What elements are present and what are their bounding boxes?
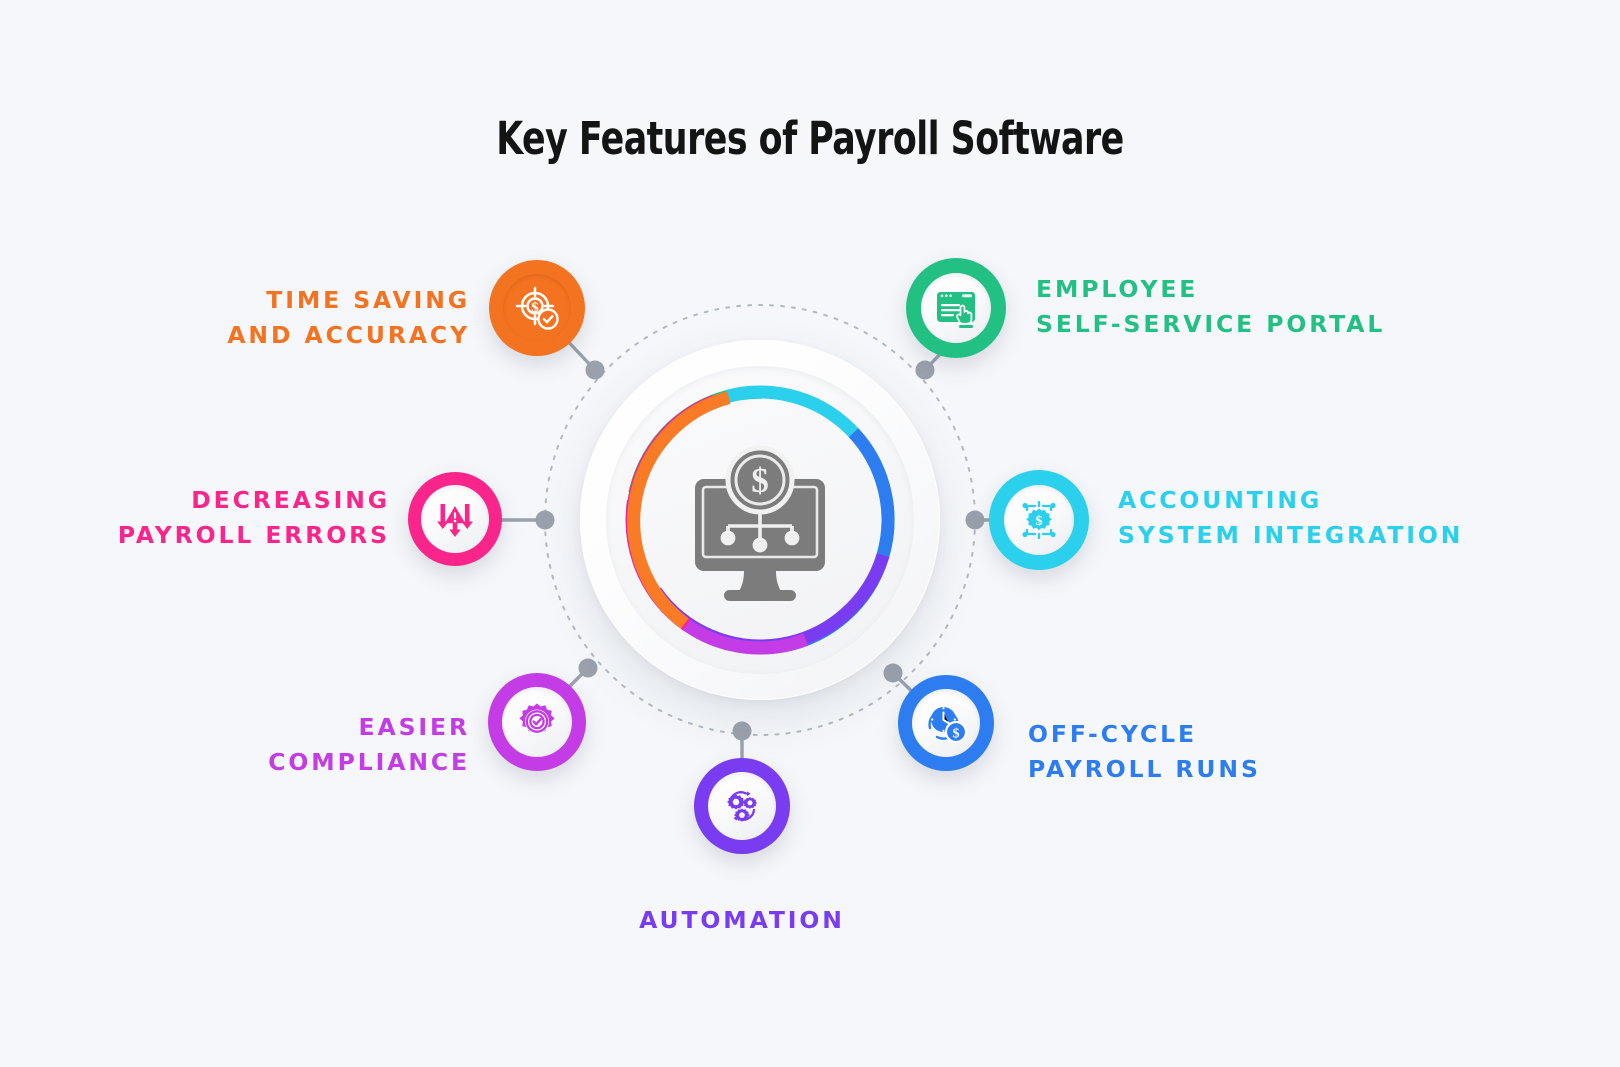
svg-text:$: $	[953, 727, 960, 742]
center-hub: $	[580, 340, 940, 700]
badge-core-automation	[708, 772, 776, 840]
badge-core-easier-compliance	[502, 687, 572, 757]
badge-time-saving-and-accuracy[interactable]: $	[489, 260, 585, 356]
badge-core-accounting: $	[1004, 485, 1074, 555]
feature-label-decreasing-payroll-errors: DECREASING PAYROLL ERRORS	[117, 486, 390, 549]
orbit-dot-employee-portal	[915, 360, 935, 380]
badge-automation[interactable]	[694, 758, 790, 854]
feature-label-time-saving-and-accuracy: TIME SAVING AND ACCURACY	[227, 286, 470, 349]
feature-label-accounting-system-integration: ACCOUNTING SYSTEM INTEGRATION	[1118, 486, 1464, 549]
orbit-dot-payroll-errors	[535, 510, 555, 530]
badge-core-payroll-errors	[421, 485, 489, 553]
gears-cycle-icon	[727, 791, 758, 822]
page-title: Key Features of Payroll Software	[496, 112, 1124, 165]
badge-core-employee-portal	[921, 273, 991, 343]
connector-dots	[535, 360, 985, 741]
segmented-progress-ring	[625, 385, 895, 655]
orbit-dot-compliance	[578, 658, 598, 678]
feature-label-automation: AUTOMATION	[639, 906, 845, 934]
orbit-dot-off-cycle	[883, 663, 903, 683]
gear-check-icon	[519, 703, 555, 734]
badge-core-off-cycle: $	[912, 689, 980, 757]
svg-text:$: $	[1036, 514, 1043, 529]
clock-dollar-icon: $	[928, 707, 968, 744]
orbit-dot-accounting	[965, 510, 985, 530]
feature-label-employee-self-service-portal: EMPLOYEE SELF-SERVICE PORTAL	[1036, 275, 1386, 338]
svg-text:$: $	[751, 461, 769, 500]
feature-label-off-cycle-payroll-runs: OFF-CYCLE PAYROLL RUNS	[1028, 720, 1261, 783]
orbit-dot-time-saving	[585, 360, 605, 380]
badge-easier-compliance[interactable]	[488, 673, 586, 771]
ring-segment-orange	[627, 391, 731, 629]
feature-label-easier-compliance: EASIER COMPLIANCE	[268, 713, 470, 776]
gear-dollar-network-icon: $	[1022, 500, 1056, 540]
badge-core-time-saving: $	[503, 274, 571, 342]
target-dollar-check-icon: $	[515, 286, 559, 330]
browser-window-hand-icon	[937, 292, 975, 328]
badge-accounting-system-integration[interactable]: $	[989, 470, 1089, 570]
badge-off-cycle-payroll-runs[interactable]: $	[898, 675, 994, 771]
badge-decreasing-payroll-errors[interactable]	[408, 472, 502, 566]
orbit-dot-automation	[732, 721, 752, 741]
svg-text:$: $	[531, 300, 539, 316]
monitor-dollar-network-icon: $	[695, 445, 825, 601]
warning-down-arrows-icon	[437, 504, 473, 537]
badge-employee-self-service-portal[interactable]	[906, 258, 1006, 358]
